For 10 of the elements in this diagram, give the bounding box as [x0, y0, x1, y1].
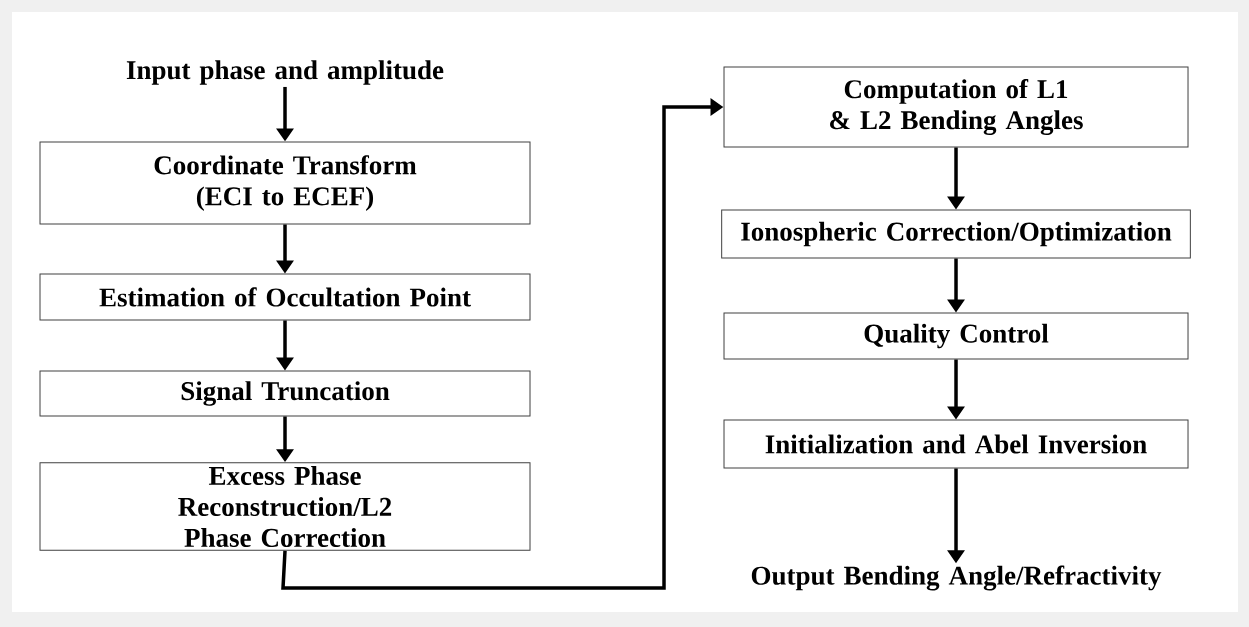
- process-box: Initialization and Abel Inversion: [723, 419, 1189, 469]
- process-box: Estimation of Occultation Point: [39, 273, 531, 321]
- text-label: Output Bending Angle/Refractivity: [751, 565, 1162, 591]
- process-box: Coordinate Transform (ECI to ECEF): [39, 141, 531, 225]
- text-label: Input phase and amplitude: [126, 60, 444, 85]
- process-box: Excess Phase Reconstruction/L2 Phase Correction: [39, 462, 531, 551]
- process-box: Computation of L1 & L2 Bending Angles: [723, 66, 1189, 148]
- process-box: Signal Truncation: [39, 370, 531, 417]
- process-box: Quality Control: [723, 312, 1189, 360]
- process-box: Ionospheric Correction/Optimization: [721, 209, 1191, 259]
